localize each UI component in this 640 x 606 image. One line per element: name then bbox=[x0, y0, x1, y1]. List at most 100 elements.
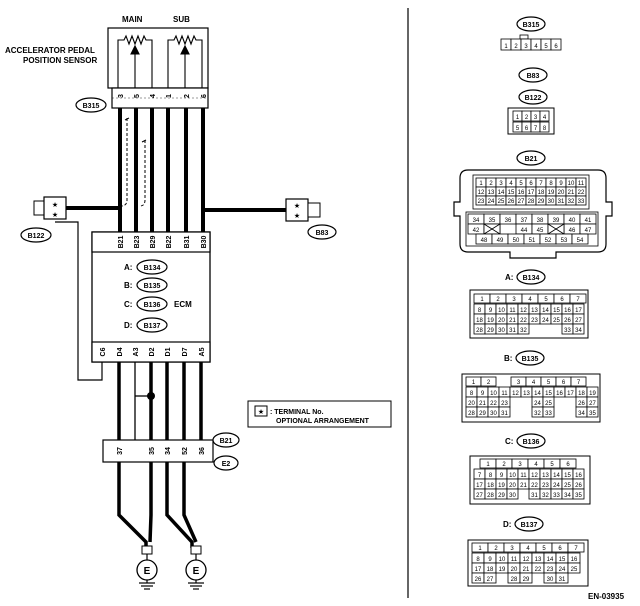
b21-face-pin: 37 bbox=[515, 213, 533, 225]
b137-face-pin: 21 bbox=[519, 562, 533, 574]
ecm-pin: D1 bbox=[165, 347, 172, 356]
svg-text:30: 30 bbox=[548, 199, 555, 205]
svg-text:35: 35 bbox=[489, 218, 496, 224]
svg-text:36: 36 bbox=[505, 218, 512, 224]
svg-text:25: 25 bbox=[498, 199, 505, 205]
b21-face-pin: 25 bbox=[495, 195, 507, 206]
b135-face-pin: 21 bbox=[476, 396, 489, 408]
b134-face-pin: 19 bbox=[484, 313, 497, 325]
strip-pin: 36 bbox=[199, 447, 206, 455]
svg-text:47: 47 bbox=[585, 228, 592, 234]
b21-face-pin: 40 bbox=[563, 213, 581, 225]
b315-face-pin: 1 bbox=[500, 38, 512, 51]
svg-text:4: 4 bbox=[534, 462, 538, 468]
b136-face-pin: 10 bbox=[506, 468, 519, 480]
b83-face-label: B83 bbox=[527, 73, 540, 80]
b135-face-pin: 30 bbox=[487, 406, 500, 418]
svg-text:4: 4 bbox=[528, 297, 532, 303]
svg-text:33: 33 bbox=[564, 328, 571, 334]
svg-text:22: 22 bbox=[578, 190, 585, 196]
svg-text:2: 2 bbox=[494, 546, 498, 552]
star-mark: ★ bbox=[294, 212, 300, 220]
svg-text:15: 15 bbox=[553, 308, 560, 314]
ecm-module: B21 B23 B29 B22 B31 B30 A: B134 B: B135 … bbox=[91, 231, 211, 363]
b134-face-pin: 16 bbox=[561, 303, 574, 315]
harness-wires-lower bbox=[117, 362, 203, 440]
ecm-label: ECM bbox=[174, 300, 192, 309]
svg-text:18: 18 bbox=[476, 318, 483, 324]
b122-face-pin: 4 bbox=[539, 110, 550, 122]
ecm-pin: D2 bbox=[149, 347, 156, 356]
b134-face-pin: 23 bbox=[528, 313, 541, 325]
svg-text:10: 10 bbox=[490, 391, 497, 397]
svg-text:23: 23 bbox=[542, 483, 549, 489]
b137-face-pin: 10 bbox=[495, 552, 509, 564]
sensor-pin: 5 bbox=[134, 94, 141, 98]
b137-face-pin: 15 bbox=[555, 552, 569, 564]
b21-e2-pin-strip: 37 35 34 52 36 bbox=[102, 439, 214, 463]
ecm-pin: B31 bbox=[184, 235, 191, 248]
b135-face-pin: 28 bbox=[465, 406, 478, 418]
ecm-pin: B29 bbox=[150, 235, 157, 248]
b134-face-label: B134 bbox=[523, 275, 540, 282]
svg-text:6: 6 bbox=[560, 297, 564, 303]
svg-text:2: 2 bbox=[525, 115, 529, 121]
b135-face-pin: 29 bbox=[476, 406, 489, 418]
b137-face-pin: 17 bbox=[471, 562, 485, 574]
svg-text:10: 10 bbox=[499, 557, 506, 563]
svg-text:17: 17 bbox=[476, 483, 483, 489]
svg-text:19: 19 bbox=[548, 190, 555, 196]
svg-text:E2: E2 bbox=[222, 461, 231, 468]
svg-text:13: 13 bbox=[531, 308, 538, 314]
b134-face-pin: 28 bbox=[473, 323, 486, 335]
b122-face-tag: B122 bbox=[518, 89, 548, 105]
svg-text:15: 15 bbox=[564, 473, 571, 479]
b136-face-pin: 15 bbox=[561, 468, 574, 480]
b137-face-pin: 14 bbox=[543, 552, 557, 564]
svg-text:24: 24 bbox=[542, 318, 549, 324]
svg-text:4: 4 bbox=[532, 380, 536, 386]
svg-text:1: 1 bbox=[478, 546, 482, 552]
b135-face-pin: 35 bbox=[586, 406, 599, 418]
b134-face-pin: 34 bbox=[572, 323, 585, 335]
svg-text:19: 19 bbox=[499, 567, 506, 573]
svg-text:3: 3 bbox=[534, 115, 538, 121]
svg-text:10: 10 bbox=[509, 473, 516, 479]
svg-text:B122: B122 bbox=[28, 233, 45, 240]
svg-text:41: 41 bbox=[585, 218, 592, 224]
svg-text:37: 37 bbox=[521, 218, 528, 224]
svg-text:25: 25 bbox=[553, 318, 560, 324]
svg-text:15: 15 bbox=[545, 391, 552, 397]
b135-face-pin: 3 bbox=[510, 376, 527, 387]
sensor-main-label: MAIN bbox=[122, 15, 143, 24]
harness-wires-upper bbox=[118, 108, 205, 232]
b137-face-label: B137 bbox=[521, 522, 538, 529]
svg-text:34: 34 bbox=[575, 328, 582, 334]
svg-text:22: 22 bbox=[490, 401, 497, 407]
b122-face-pin: 6 bbox=[521, 121, 532, 133]
b137-face-pin: 30 bbox=[543, 572, 557, 584]
strip-pin: 37 bbox=[117, 447, 124, 455]
b21-face-pin: 10 bbox=[565, 177, 577, 188]
svg-text:29: 29 bbox=[487, 328, 494, 334]
b21-face-pin: 36 bbox=[499, 213, 517, 225]
b21-face-pin: 28 bbox=[525, 195, 537, 206]
b21-face-pin: 15 bbox=[505, 186, 517, 197]
b134-face-pin: 25 bbox=[550, 313, 563, 325]
legend: ★ : TERMINAL No. OPTIONAL ARRANGEMENT bbox=[247, 400, 392, 428]
svg-text:11: 11 bbox=[578, 181, 585, 187]
b134-face-pin: 26 bbox=[561, 313, 574, 325]
svg-text:3: 3 bbox=[524, 44, 528, 50]
b137-face-pin: 7 bbox=[567, 542, 585, 553]
svg-text:12: 12 bbox=[478, 190, 485, 196]
b137-face-pin: 1 bbox=[471, 542, 489, 553]
b136-face-pin: 28 bbox=[484, 488, 497, 500]
b134-face-pin: 22 bbox=[517, 313, 530, 325]
ecm-row-conn: B137 bbox=[144, 323, 161, 330]
svg-text:9: 9 bbox=[500, 473, 504, 479]
svg-text:8: 8 bbox=[470, 391, 474, 397]
b137-face-pin: 23 bbox=[543, 562, 557, 574]
accelerator-pedal-position-sensor: ACCELERATOR PEDAL POSITION SENSOR MAIN S… bbox=[5, 15, 209, 109]
b135-face-pin: 12 bbox=[509, 386, 522, 398]
